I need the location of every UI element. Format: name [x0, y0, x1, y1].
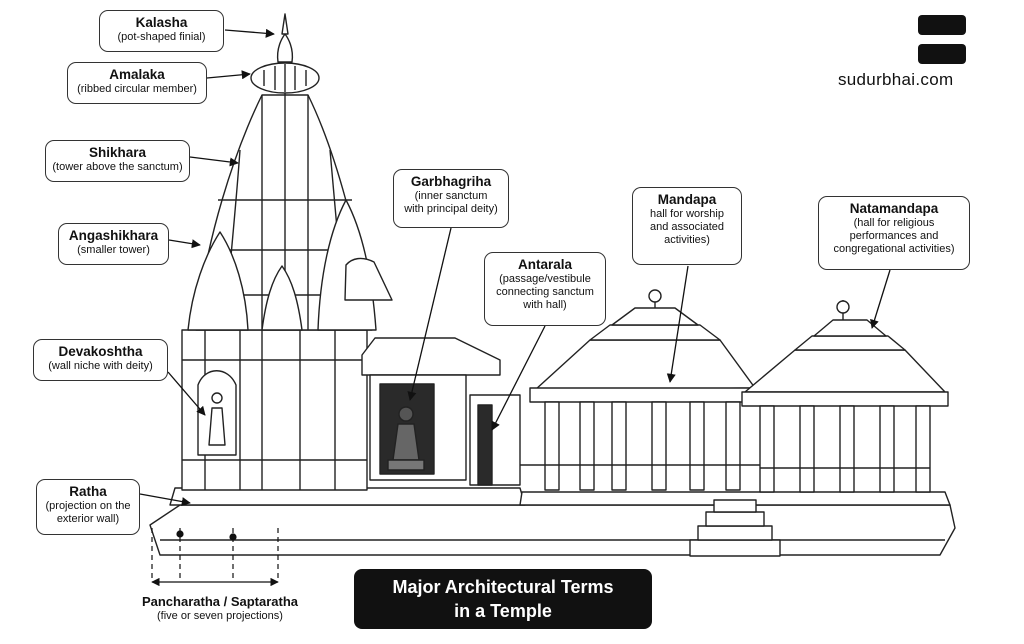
label-term: Shikhara — [88, 145, 147, 160]
label-kalasha: Kalasha (pot-shaped finial) — [99, 10, 224, 52]
label-desc: (smaller tower) — [77, 243, 150, 256]
mandapa-hall — [520, 289, 760, 491]
label-pancharatha: Pancharatha / Saptaratha (five or seven … — [120, 594, 320, 623]
label-amalaka: Amalaka (ribbed circular member) — [67, 62, 207, 104]
label-term: Antarala — [517, 257, 573, 272]
temple-plinth — [149, 487, 956, 556]
label-term: Garbhagriha — [410, 174, 492, 189]
title-line-1: Major Architectural Terms — [392, 577, 614, 597]
label-desc: (ribbed circular member) — [77, 82, 197, 95]
natamandapa-hall — [741, 300, 949, 493]
site-name: sudurbhai.com — [838, 70, 954, 89]
label-devakoshtha: Devakoshtha (wall niche with deity) — [33, 339, 168, 381]
front-steps — [689, 499, 781, 557]
label-term: Kalasha — [135, 15, 188, 30]
label-desc: hall for worship and associated activiti… — [650, 207, 724, 246]
label-natamandapa: Natamandapa (hall for religious performa… — [818, 196, 970, 270]
label-desc: (inner sanctum with principal deity) — [404, 189, 498, 215]
label-desc: (pot-shaped finial) — [117, 30, 206, 43]
label-arrows — [139, 28, 891, 507]
title-line-2: in a Temple — [454, 601, 552, 621]
label-term: Ratha — [69, 484, 107, 499]
label-desc: (wall niche with deity) — [48, 359, 153, 372]
label-desc: (projection on the exterior wall) — [45, 499, 131, 525]
label-desc: (five or seven projections) — [157, 609, 283, 622]
label-antarala: Antarala (passage/vestibule connecting s… — [484, 252, 606, 326]
devakoshtha-niche — [197, 370, 237, 456]
label-shikhara: Shikhara (tower above the sanctum) — [45, 140, 190, 182]
label-garbhagriha: Garbhagriha (inner sanctum with principa… — [393, 169, 509, 228]
projection-guides — [151, 528, 279, 587]
label-term: Amalaka — [109, 67, 165, 82]
label-term: Mandapa — [657, 192, 717, 207]
brand-logo-icon — [918, 44, 966, 64]
label-term: Pancharatha / Saptaratha — [141, 594, 299, 609]
brand-logo-icon — [918, 15, 966, 35]
label-desc: (hall for religious performances and con… — [833, 216, 955, 255]
label-ratha: Ratha (projection on the exterior wall) — [36, 479, 140, 535]
title-banner: Major Architectural Terms in a Temple — [354, 569, 652, 629]
label-term: Natamandapa — [849, 201, 939, 216]
label-angashikhara: Angashikhara (smaller tower) — [58, 223, 169, 265]
amalaka-and-kalasha — [250, 13, 320, 94]
label-desc: (tower above the sanctum) — [52, 160, 183, 173]
label-term: Angashikhara — [68, 228, 159, 243]
label-desc: (passage/vestibule connecting sanctum wi… — [496, 272, 594, 311]
label-term: Devakoshtha — [58, 344, 143, 359]
garbhagriha-and-antarala — [361, 337, 521, 486]
angashikhara-towers — [187, 199, 393, 331]
label-mandapa: Mandapa hall for worship and associated … — [632, 187, 742, 265]
